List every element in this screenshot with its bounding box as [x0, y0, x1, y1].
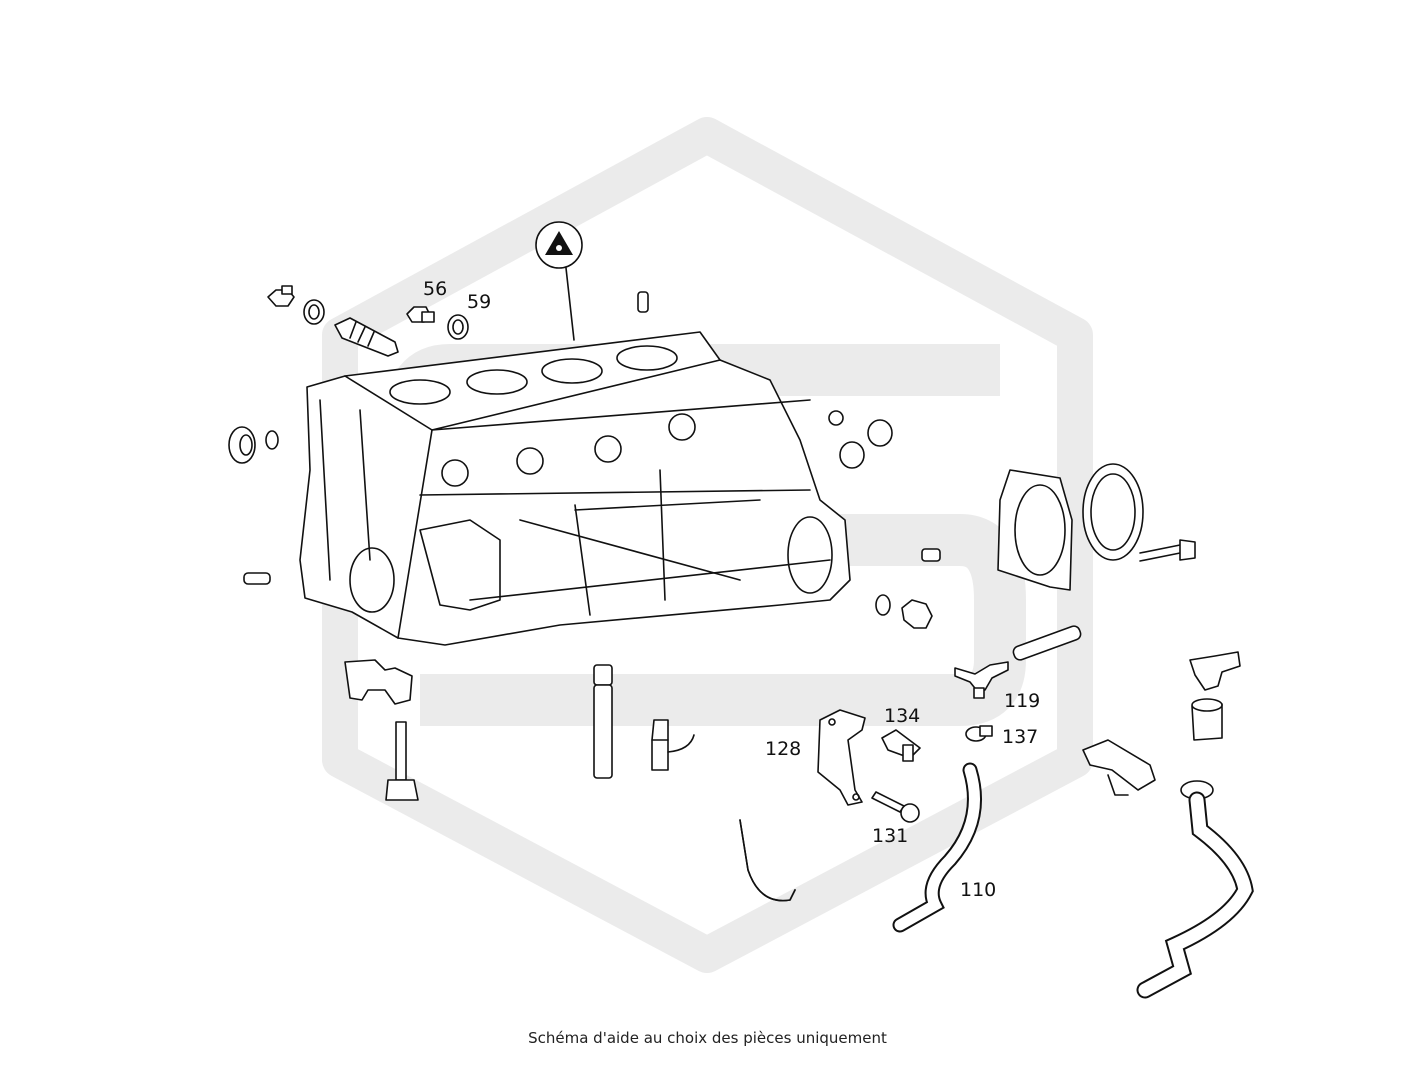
small-hose	[739, 819, 796, 902]
right-fitting	[1189, 651, 1241, 741]
diagram-caption: Schéma d'aide au choix des pièces unique…	[528, 1029, 887, 1047]
right-side-plugs	[828, 410, 941, 629]
bracket-128	[817, 709, 866, 806]
connector-119	[954, 625, 1082, 699]
engine-block	[299, 331, 851, 646]
part-label-56: 56	[423, 278, 447, 300]
part-label-131: 131	[872, 825, 908, 847]
part-label-134: 134	[884, 705, 920, 727]
part-label-110: 110	[960, 879, 996, 901]
bearing-cap-and-bolt	[344, 659, 419, 801]
long-hose	[1136, 780, 1254, 999]
part-label-119: 119	[1004, 690, 1040, 712]
right-bracket	[1082, 739, 1156, 796]
hose-110	[892, 762, 982, 933]
rear-seal-carrier	[997, 463, 1196, 591]
part-label-128: 128	[765, 738, 801, 760]
clip-134	[881, 729, 921, 762]
left-side-parts	[228, 426, 279, 585]
top-left-plugs	[267, 285, 649, 357]
clamp-137	[965, 725, 993, 742]
dowel-pin	[593, 664, 613, 779]
bolt-131	[871, 791, 920, 823]
sensor	[651, 719, 695, 771]
part-label-137: 137	[1002, 726, 1038, 748]
part-label-59: 59	[467, 291, 491, 313]
triangle-in-circle-icon	[535, 221, 583, 341]
